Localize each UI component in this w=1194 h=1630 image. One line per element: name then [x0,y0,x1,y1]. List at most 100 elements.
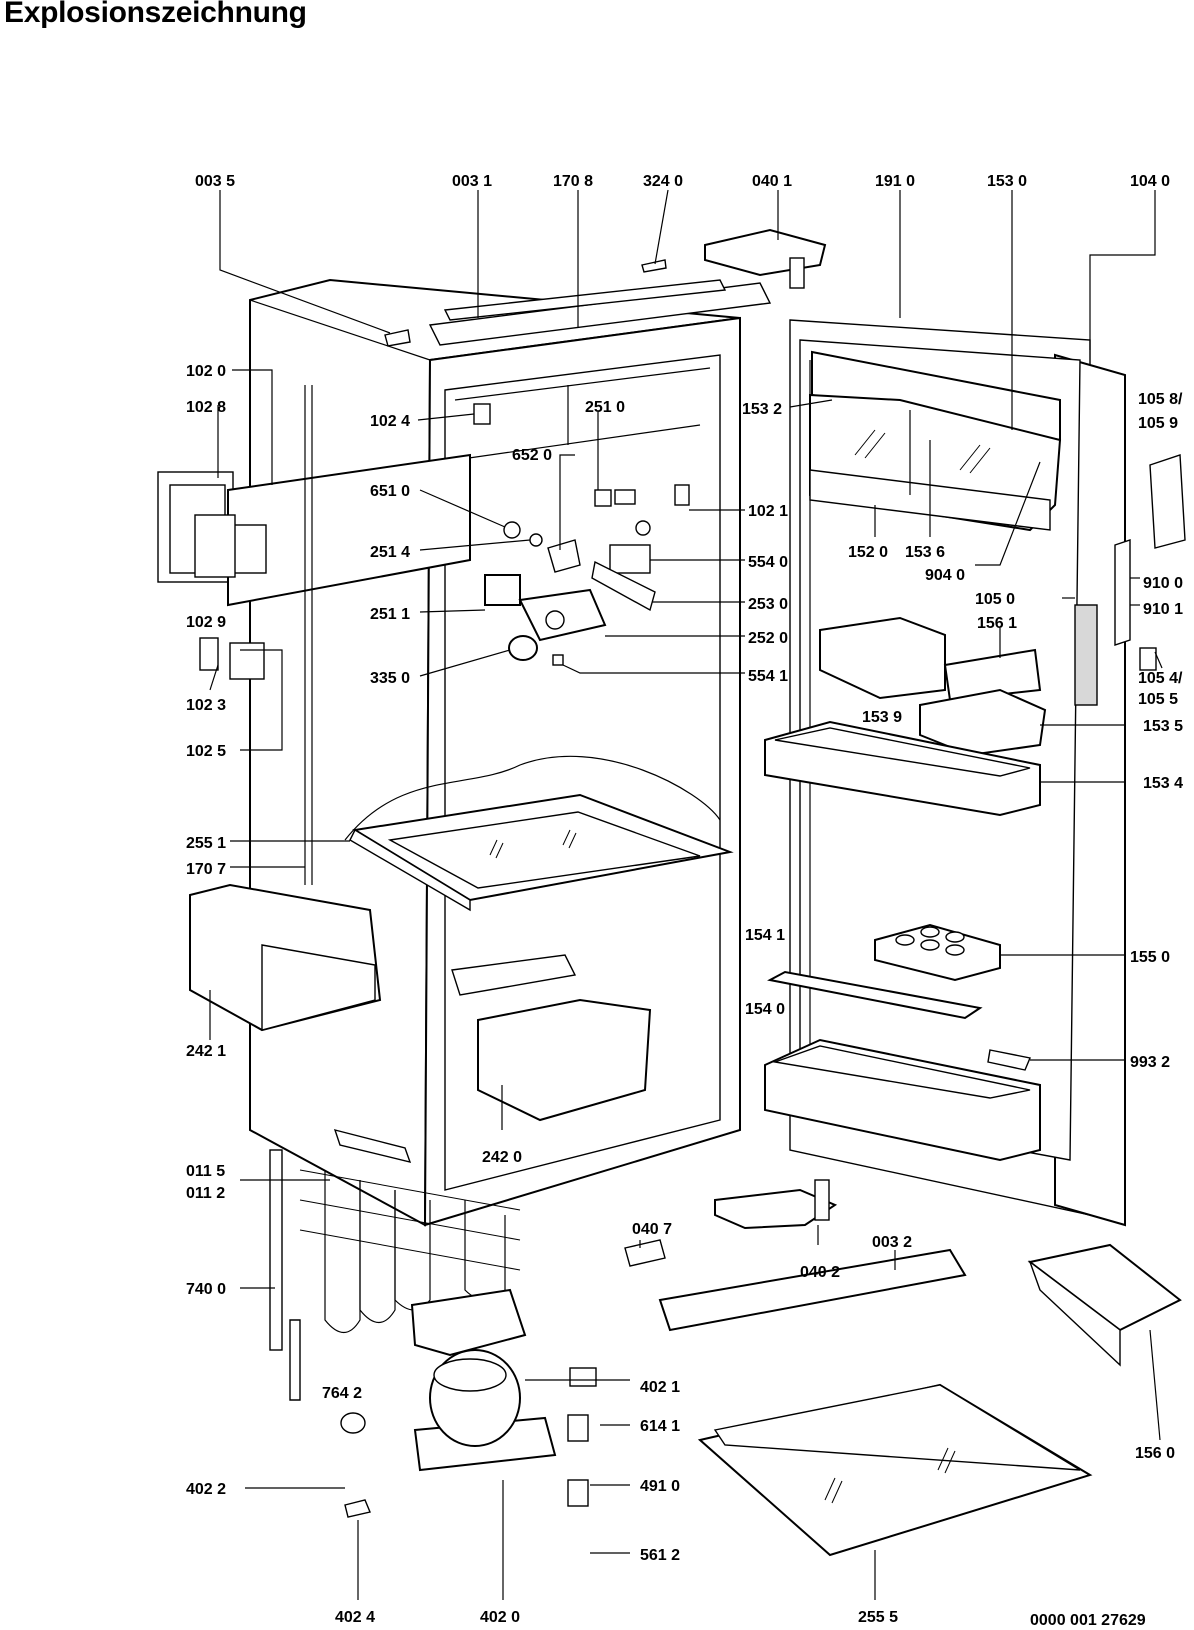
label-9101: 910 1 [1143,601,1183,618]
label-7642: 764 2 [322,1385,362,1402]
label-1028: 102 8 [186,399,226,416]
crisper-2421 [189,883,382,1032]
label-9040: 904 0 [925,567,965,584]
part-3350 [508,635,538,661]
label-1539: 153 9 [862,709,902,726]
label-1054: 105 4/ [1138,670,1183,687]
part-2510 [594,489,612,507]
label-2555: 255 5 [858,1609,898,1626]
part-9100 [1114,539,1131,646]
label-4024: 402 4 [335,1609,375,1626]
part-4022 [340,1412,366,1434]
page-title: Explosionszeichnung [4,0,307,29]
label-3350: 335 0 [370,670,410,687]
label-6520: 652 0 [512,447,552,464]
part-6520 [547,539,581,573]
egg-tray [874,923,1001,982]
crisper-2420 [451,954,652,1122]
clip-324 [641,259,667,273]
glass-shelf-lower [697,1383,1093,1557]
label-7400: 740 0 [186,1281,226,1298]
label-0407: 040 7 [632,1221,672,1238]
part-5540 [609,544,651,574]
part-4024 [344,1499,371,1518]
label-1535: 153 5 [1143,718,1183,735]
label-1021: 102 1 [748,503,788,520]
label-1024: 102 4 [370,413,410,430]
label-3240: 324 0 [643,173,683,190]
label-1910: 191 0 [875,173,915,190]
hinge-0402 [714,1188,838,1230]
label-4020: 402 0 [480,1609,520,1626]
label-2520: 252 0 [748,630,788,647]
part-6510 [503,521,521,539]
label-9100: 910 0 [1143,575,1183,592]
label-1040: 104 0 [1130,173,1170,190]
label-1020: 102 0 [186,363,226,380]
part-1025 [229,642,265,680]
part-1021 [674,484,690,506]
kick-plate [658,1248,967,1332]
label-1055: 105 5 [1138,691,1178,708]
hinge-cover [384,329,411,347]
leader-lines [209,189,1163,1600]
label-4910: 491 0 [640,1478,680,1495]
part-5612 [567,1479,589,1507]
label-5540: 554 0 [748,554,788,571]
part-1029 [199,637,219,671]
part-2530 [591,560,656,612]
control-panel [157,453,471,607]
label-0112: 011 2 [186,1185,225,1202]
label-1532: 153 2 [742,401,782,418]
part-4910 [567,1414,589,1442]
door-box-1535 [919,688,1047,757]
label-6510: 651 0 [370,483,410,500]
label-2514: 251 4 [370,544,410,561]
ice-tray [1027,1243,1182,1367]
label-1560: 156 0 [1135,1445,1175,1462]
label-1536: 153 6 [905,544,945,561]
part-1561 [943,648,1042,702]
label-2420: 242 0 [482,1149,522,1166]
glass-shelf-upper [349,793,734,912]
label-1561: 156 1 [977,615,1017,632]
label-2510: 251 0 [585,399,625,416]
label-5612: 561 2 [640,1547,680,1564]
label-1058: 105 8/ [1138,391,1183,408]
part-6141 [569,1367,597,1387]
part-2511 [484,574,521,606]
label-4022: 402 2 [186,1481,226,1498]
label-1550: 155 0 [1130,949,1170,966]
label-0115: 011 5 [186,1163,225,1180]
part-1058 [1149,454,1186,549]
part-2514 [529,533,543,547]
label-1707: 170 7 [186,861,226,878]
door-shelf-1534 [764,720,1041,817]
door-shelf-1540 [764,1038,1041,1162]
label-1520: 152 0 [848,544,888,561]
label-0035: 003 5 [195,173,235,190]
label-0401: 040 1 [752,173,792,190]
label-1541: 154 1 [745,927,785,944]
label-1029: 102 9 [186,614,226,631]
top-hinge [704,228,827,289]
label-1025: 102 5 [186,743,226,760]
part-5541 [552,654,564,666]
label-2530: 253 0 [748,596,788,613]
part-7642 [289,1319,301,1401]
part-1054 [1139,647,1157,671]
label-1050: 105 0 [975,591,1015,608]
label-0031: 003 1 [452,173,492,190]
label-2421: 242 1 [186,1043,226,1060]
label-1708: 170 8 [553,173,593,190]
label-2511: 251 1 [370,606,410,623]
label-0402: 040 2 [800,1264,840,1281]
label-4021: 402 1 [640,1379,680,1396]
label-1023: 102 3 [186,697,226,714]
part-1024 [473,403,491,425]
part-0407 [624,1239,666,1267]
door-box-1539 [819,616,946,700]
magnet-strip [1074,604,1098,706]
label-2551: 255 1 [186,835,226,852]
